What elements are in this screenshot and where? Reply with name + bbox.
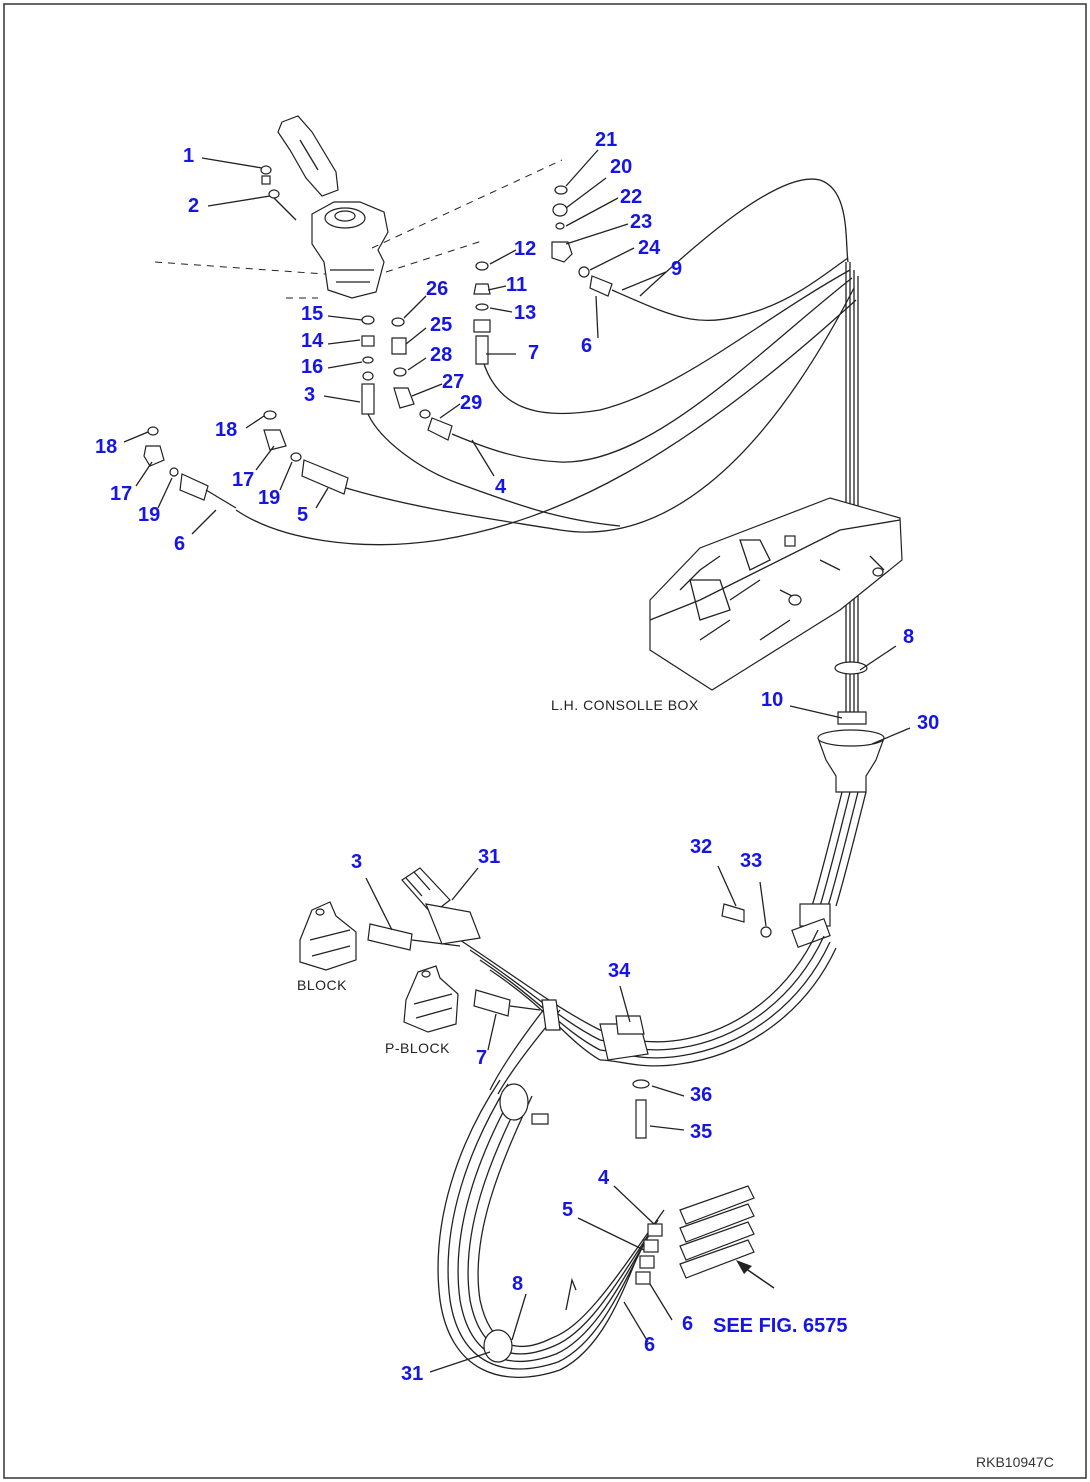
callout-label: 35 [690,1121,712,1143]
callout-label: 7 [476,1047,487,1069]
callout-label: 4 [495,476,507,498]
upper-hoses [235,178,859,712]
callout-label: 5 [562,1199,573,1221]
callout-label: 1 [183,145,194,167]
callout-label: 34 [608,960,631,982]
callout-label: 29 [460,392,482,414]
projection-lines [154,159,563,299]
callout-label: 6 [174,533,185,555]
callout-label: 2 [188,195,199,217]
callout-label: 27 [442,371,464,393]
leader-lines [123,149,911,1373]
drawing-code: RKB10947C [976,1454,1054,1470]
callout-label: 5 [297,504,308,526]
callout-label: 25 [430,314,452,336]
callout-label: 16 [301,356,323,378]
callout-label: 17 [232,469,254,491]
callout-label: 4 [598,1167,610,1189]
callout-label: 10 [761,689,783,711]
harness [437,939,665,1378]
callout-label: 8 [512,1273,523,1295]
callout-label: 18 [215,419,237,441]
callout-label: 36 [690,1084,712,1106]
callout-label: 6 [581,335,592,357]
callout-label: 3 [351,851,362,873]
callout-label: 30 [917,712,939,734]
p-block-note: P-BLOCK [385,1040,450,1056]
callout-label: 31 [401,1363,423,1385]
callout-label: 17 [110,483,132,505]
console-box-note: L.H. CONSOLLE BOX [551,697,699,713]
drawing-frame [3,3,1087,1479]
callout-label: 6 [644,1334,655,1356]
callout-label: 24 [638,237,661,259]
callout-label: 13 [514,302,536,324]
callout-label: 3 [304,384,315,406]
callout-label: 21 [595,129,617,151]
callout-label: 22 [620,186,642,208]
callout-label: 20 [610,156,632,178]
callout-label: 6 [682,1313,693,1335]
callout-label: 15 [301,303,323,325]
see-figure-note: SEE FIG. 6575 [713,1315,848,1337]
callout-label: 7 [528,342,539,364]
joystick-lever [277,115,389,299]
grommet-and-lower-bundle [599,661,885,1067]
callout-label: 9 [671,258,682,280]
callout-label: 32 [690,836,712,858]
callout-label: 12 [514,238,536,260]
callout-label: 8 [903,626,914,648]
callout-label: 31 [478,846,500,868]
callout-label: 28 [430,344,452,366]
callout-label: 11 [506,274,527,296]
callout-label: 19 [258,487,280,509]
valve-blocks [299,867,772,1139]
callout-label: 33 [740,850,762,872]
callout-label: 19 [138,504,160,526]
console-box [649,497,903,691]
block-note: BLOCK [297,977,347,993]
end-connectors [635,1185,775,1289]
callouts: 1 2 21 20 22 23 24 9 12 11 13 7 26 25 28… [95,129,939,1385]
callout-label: 14 [301,330,324,352]
small-parts [143,165,613,509]
callout-label: 18 [95,436,117,458]
callout-label: 26 [426,278,448,300]
callout-label: 23 [630,211,652,233]
